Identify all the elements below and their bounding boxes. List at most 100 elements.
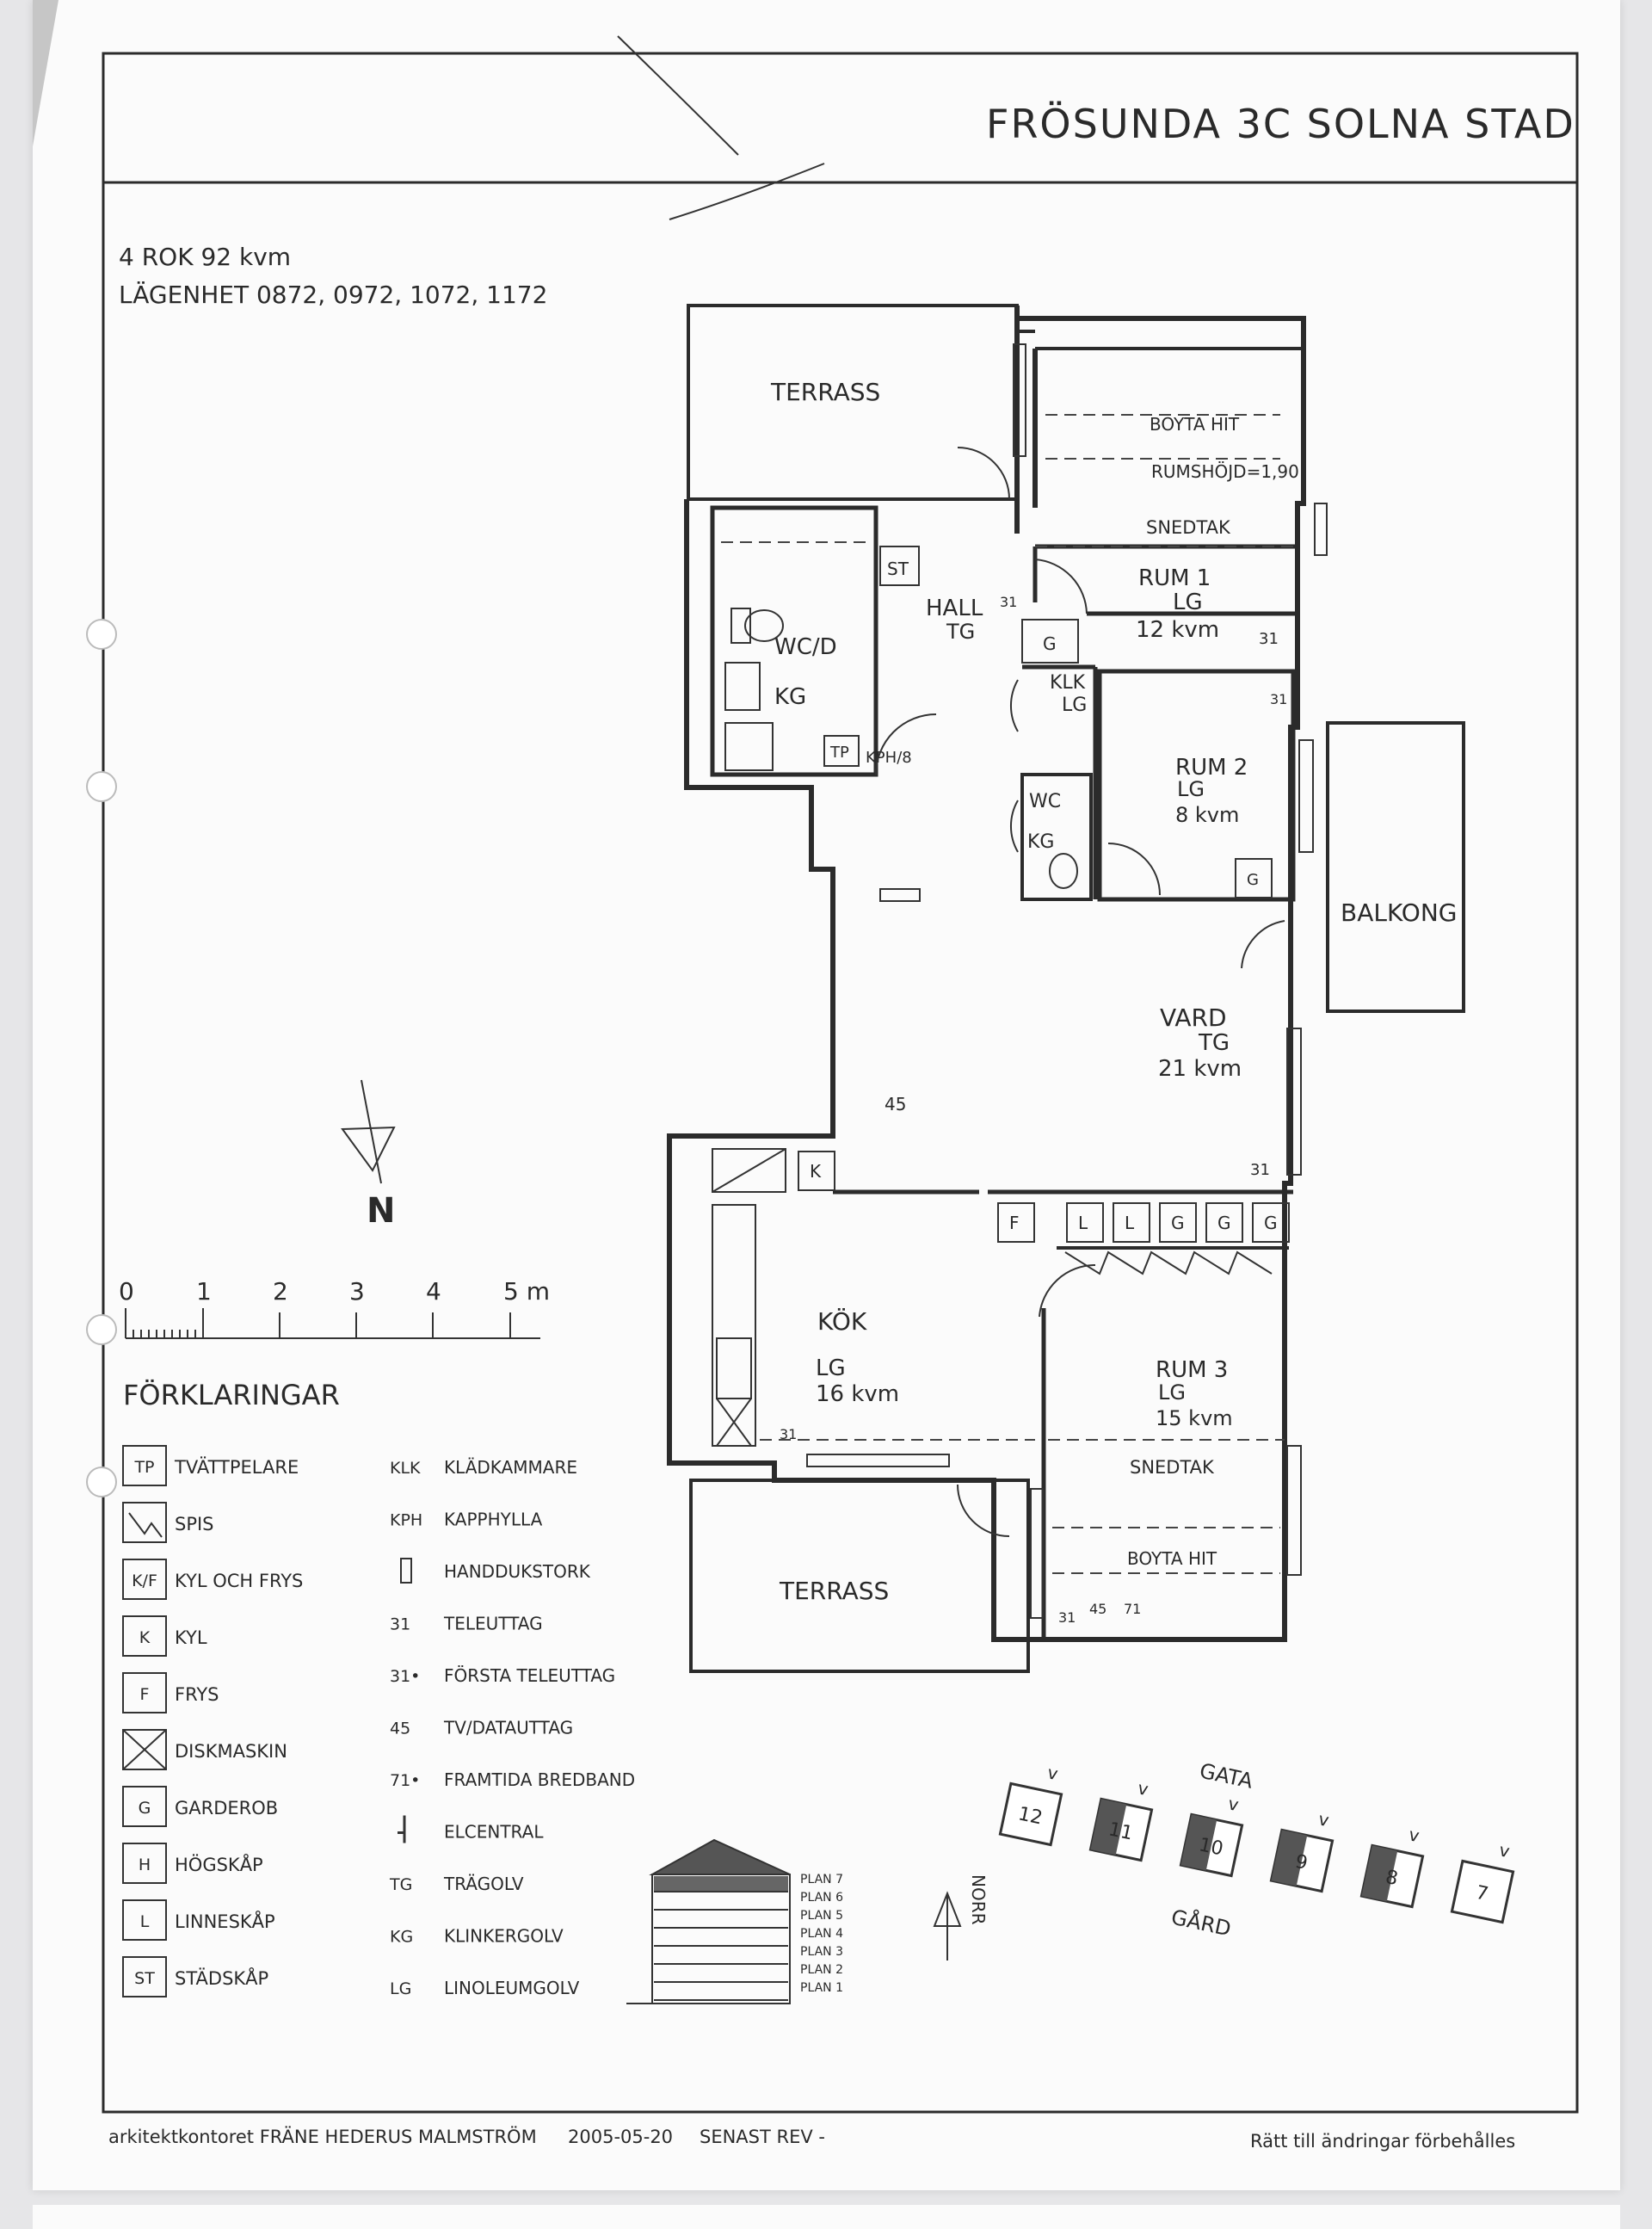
- toilet-bowl-icon: [744, 609, 784, 642]
- site-building-shade: [1361, 1845, 1398, 1902]
- footer-revision: SENAST REV -: [700, 2127, 825, 2147]
- legend-code: LG: [390, 1979, 411, 1998]
- window: [806, 1454, 950, 1467]
- st-label: ST: [887, 559, 909, 579]
- section-floor-label: PLAN 5: [800, 1909, 843, 1923]
- legend-label: SPIS: [175, 1514, 214, 1534]
- closet-row: F L L G G G: [997, 1202, 1290, 1275]
- site-building: 7v: [1450, 1839, 1515, 1924]
- door-swing: [957, 1484, 1010, 1537]
- compass-needle: [361, 1079, 382, 1184]
- door-swing: [875, 713, 937, 775]
- linen-box: [1066, 1202, 1104, 1243]
- wardrobe-box: [1205, 1202, 1243, 1243]
- legend-symbol-box: [122, 1786, 167, 1827]
- section-floor-label: PLAN 2: [800, 1963, 843, 1977]
- section-roof: [649, 1838, 791, 1875]
- coat-rack-label: KPH/8: [866, 749, 912, 767]
- rum2-floor: LG: [1177, 777, 1205, 801]
- bath-floor-label: KG: [774, 684, 806, 710]
- kitchen-counter: [712, 1204, 756, 1447]
- wc2-walls: [1020, 773, 1093, 901]
- rum3-outlet-45: 45: [1089, 1601, 1106, 1617]
- toilet-icon: [1049, 853, 1078, 889]
- scale-tick-label: 2: [273, 1277, 288, 1306]
- snedtak-bottom-label: SNEDTAK: [1130, 1457, 1215, 1478]
- site-building-label: 9: [1293, 1851, 1310, 1874]
- legend-label: HÖGSKÅP: [175, 1853, 263, 1875]
- binder-hole: [86, 1314, 117, 1345]
- binder-holes: [86, 619, 117, 1497]
- legend-symbol-box: [122, 1559, 167, 1600]
- closet-label: G: [1217, 1213, 1231, 1233]
- window: [1286, 1028, 1302, 1176]
- binder-hole: [86, 1466, 117, 1497]
- rum2-area: 8 kvm: [1175, 803, 1239, 827]
- door-swing: [1009, 800, 1019, 853]
- wc2-floor: KG: [1027, 831, 1054, 853]
- site-building-label: 12: [1016, 1803, 1045, 1829]
- legend-symbol-box: [122, 1956, 167, 1997]
- legend-label: TELEUTTAG: [443, 1614, 543, 1634]
- legend-symbol-box: [122, 1899, 167, 1941]
- site-building-mark: v: [1226, 1793, 1241, 1815]
- cleaning-closet-box: [879, 546, 920, 586]
- legend-code: KPH: [390, 1511, 422, 1530]
- north-compass: N: [341, 1079, 396, 1231]
- towel-heater-icon: [400, 1558, 412, 1584]
- rum2-wardrobe-box: [1235, 858, 1273, 898]
- wardrobe-box: [1159, 1202, 1197, 1243]
- drawing-border: [102, 52, 1579, 2114]
- hall-name: HALL: [926, 596, 983, 621]
- legend-label: TVÄTTPELARE: [174, 1456, 299, 1478]
- site-building-shade: [1271, 1830, 1308, 1886]
- legend-label: KAPPHYLLA: [444, 1510, 543, 1530]
- legend-symbol-box: [122, 1729, 167, 1770]
- window: [1030, 1488, 1044, 1619]
- section-floor-label: PLAN 3: [800, 1945, 843, 1959]
- legend-label: STÄDSKÅP: [175, 1967, 268, 1989]
- rum3-floor: LG: [1158, 1380, 1186, 1405]
- rum1-area: 12 kvm: [1136, 617, 1219, 643]
- scale-tick-label: 1: [196, 1277, 212, 1306]
- legend-symbol-box: [122, 1843, 167, 1884]
- fridge-box: [798, 1151, 835, 1191]
- apartment-plan: TERRASS BOYTA HIT RUMSHÖJD=1,90 SNEDTAK …: [667, 304, 1465, 1673]
- door-swing: [1039, 1263, 1096, 1318]
- closet-label: L: [1078, 1213, 1088, 1233]
- window: [1314, 503, 1328, 556]
- rum1-name: RUM 1: [1138, 565, 1211, 591]
- legend-label: DISKMASKIN: [175, 1741, 287, 1762]
- legend-symbol-box: [122, 1672, 167, 1713]
- site-building-shade: [1180, 1814, 1217, 1871]
- next-page-edge: [33, 2205, 1620, 2229]
- section-floor-lines: [654, 1891, 788, 2001]
- section-body: [651, 1874, 791, 2004]
- site-building-label: 8: [1384, 1867, 1400, 1890]
- dishwasher-icon: [122, 1729, 167, 1770]
- terrace-bottom-label: TERRASS: [779, 1577, 889, 1605]
- vard-area: 21 kvm: [1158, 1056, 1242, 1082]
- hall-outlet: 31: [1000, 594, 1017, 610]
- section-current-floor: [654, 1876, 788, 1892]
- window: [1298, 739, 1314, 853]
- klk-name: KLK: [1050, 672, 1086, 694]
- kok-name: KÖK: [817, 1306, 867, 1336]
- site-building-mark: v: [1136, 1777, 1150, 1800]
- legend-label: KYL OCH FRYS: [175, 1571, 303, 1591]
- rum2-outlet: 31: [1270, 691, 1287, 707]
- door-swing: [1107, 843, 1161, 896]
- closet-label: G: [1264, 1213, 1278, 1233]
- legend-label: FÖRSTA TELEUTTAG: [444, 1665, 615, 1686]
- legend-code: 31•: [390, 1667, 420, 1686]
- legend-label: TRÄGOLV: [443, 1874, 524, 1894]
- drawing-sheet: FRÖSUNDA 3C SOLNA STAD 4 ROK 92 kvm LÄGE…: [33, 0, 1620, 2190]
- door-swing: [1009, 679, 1019, 732]
- floor-plan-drawing: FRÖSUNDA 3C SOLNA STAD 4 ROK 92 kvm LÄGE…: [33, 0, 1579, 2152]
